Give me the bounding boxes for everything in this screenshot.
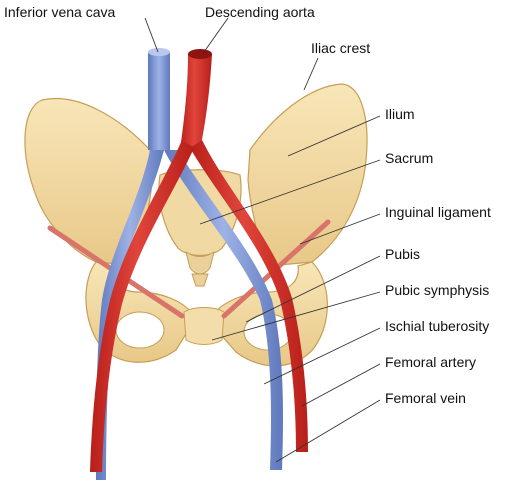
label-ischial-tuberosity: Ischial tuberosity: [385, 318, 490, 334]
pubic-symphysis: [183, 307, 225, 345]
label-pubic-symphysis: Pubic symphysis: [385, 282, 490, 298]
descending-aorta-top: [188, 49, 212, 59]
leader-pubis: [245, 255, 381, 323]
leader-inferior-vena-cava: [144, 17, 159, 53]
leader-iliac-crest: [303, 57, 319, 91]
leader-pubic-symphysis: [211, 291, 381, 341]
label-descending-aorta: Descending aorta: [205, 4, 315, 20]
left-femoral-artery: [90, 140, 194, 472]
label-inferior-vena-cava: Inferior vena cava: [4, 4, 116, 20]
left-obturator-foramen: [115, 311, 165, 349]
label-iliac-crest: Iliac crest: [311, 40, 371, 56]
leader-descending-aorta: [203, 17, 229, 53]
label-femoral-vein: Femoral vein: [385, 390, 466, 406]
label-inguinal-ligament: Inguinal ligament: [385, 204, 491, 220]
leader-sacrum: [199, 159, 381, 225]
leader-ischial-tuberosity: [263, 327, 381, 385]
label-sacrum: Sacrum: [385, 150, 434, 166]
inferior-vena-cava: [148, 52, 170, 150]
leader-femoral-vein: [275, 399, 381, 463]
leader-femoral-artery: [301, 363, 381, 407]
label-femoral-artery: Femoral artery: [385, 354, 477, 370]
descending-aorta: [180, 54, 212, 150]
label-pubis: Pubis: [385, 246, 421, 262]
inferior-vena-cava-top: [148, 48, 170, 56]
coccyx: [185, 250, 215, 287]
leader-ilium: [287, 115, 381, 157]
right-femoral-artery: [190, 140, 308, 452]
right-femoral-vein: [164, 150, 283, 470]
label-ilium: Ilium: [385, 106, 415, 122]
leader-inguinal-ligament: [299, 213, 381, 245]
